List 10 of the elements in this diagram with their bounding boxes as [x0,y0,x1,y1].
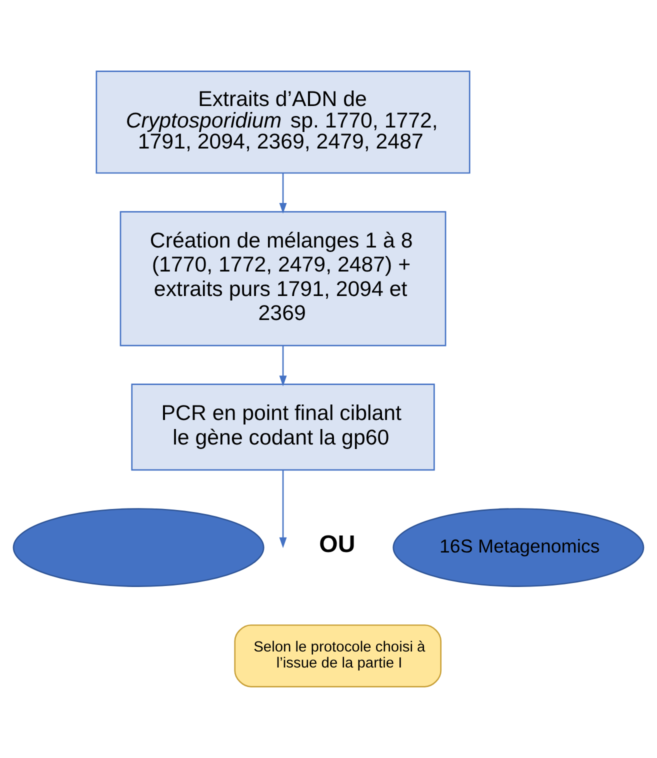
node-ellipse [12,508,264,587]
arrow [279,470,287,548]
label: OU [319,531,356,558]
node-box: Selon le protocole choisi à l’issue de la partie I [234,624,442,688]
arrow [279,173,287,214]
node-box: PCR en point final ciblant le gène codant la gp60 [131,384,435,471]
arrow [279,346,287,386]
node-box: Création de mélanges 1 à 8 (1770, 1772, 2479, 2487) + extraits purs 1791, 2094 et 2369 [120,211,446,346]
node-box: Extraits d’ADN de Cryptosporidium sp. 1770, 1772, 1791, 2094, 2369, 2479, 2487 [96,70,470,174]
node-ellipse: 16S Metagenomics [392,508,644,587]
